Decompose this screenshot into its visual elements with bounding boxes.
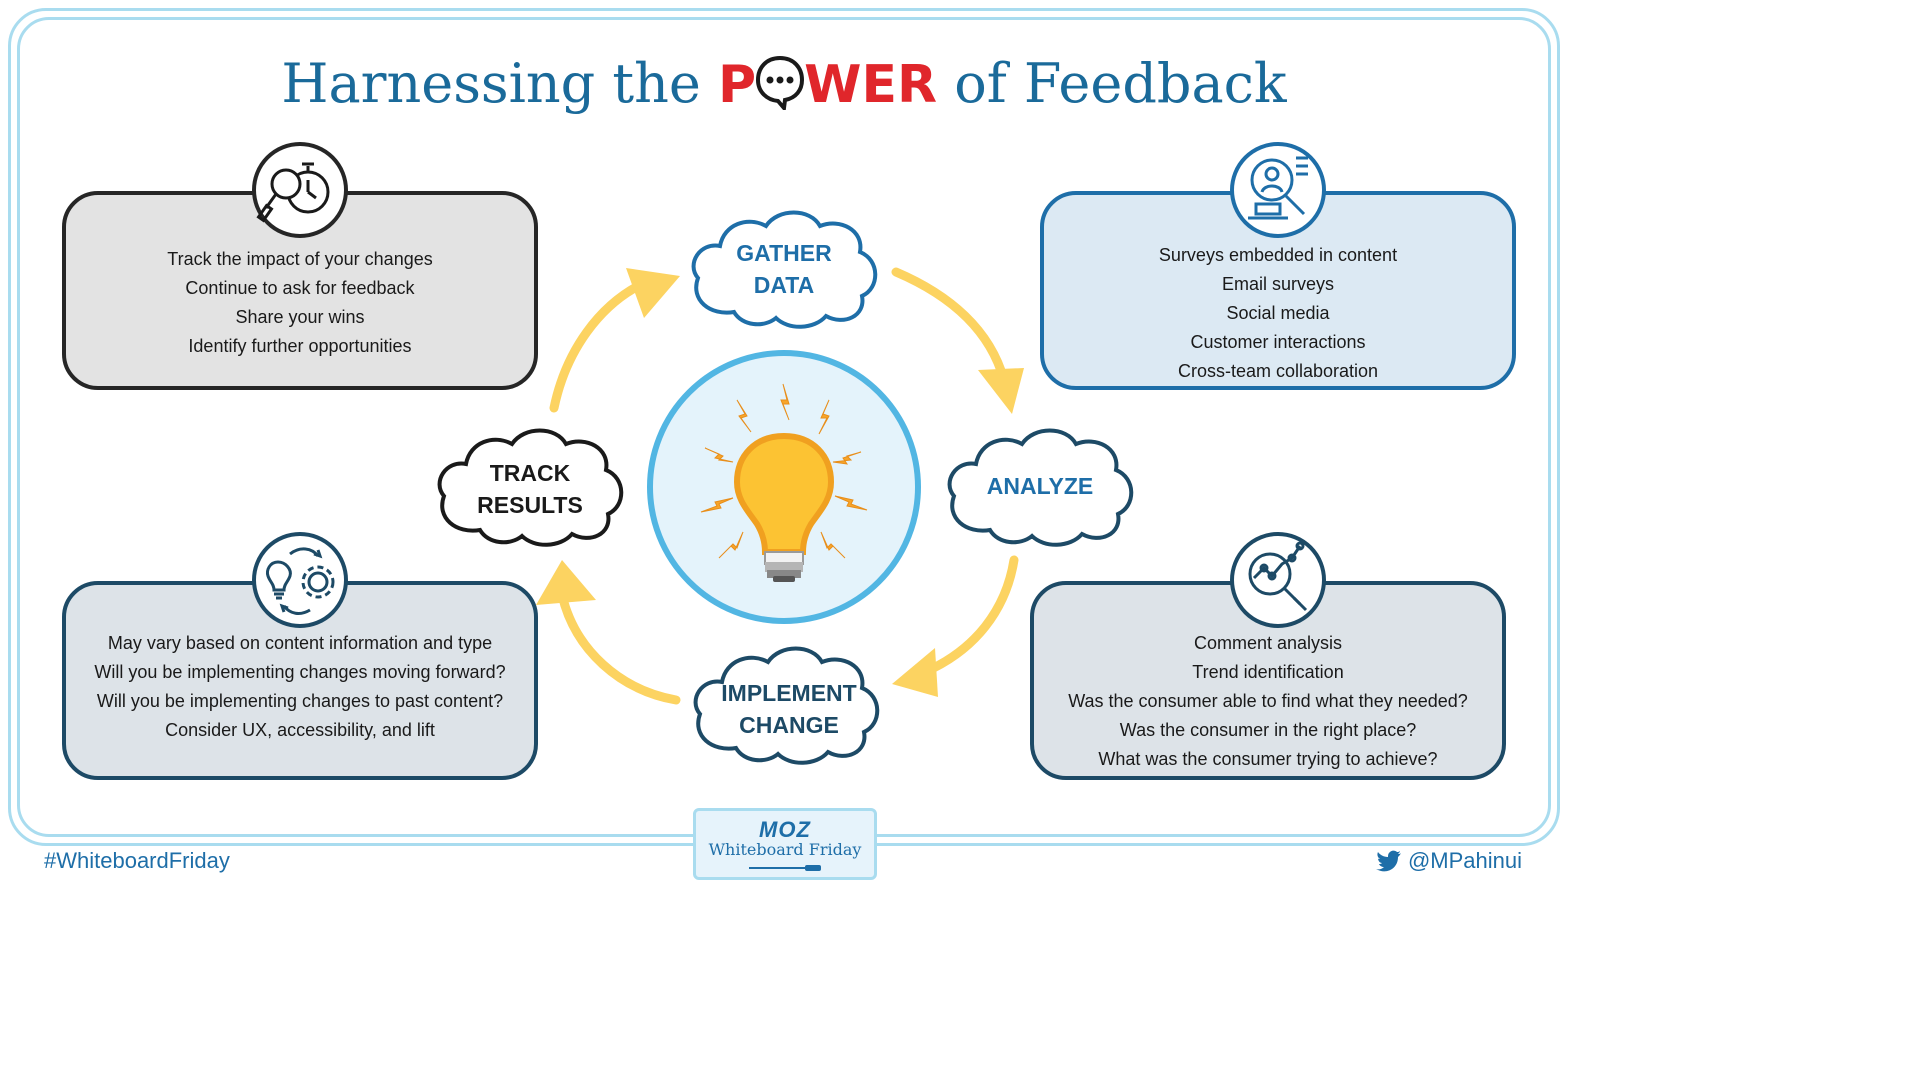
cloud-implement xyxy=(693,646,880,765)
cloud-analyze-line1: ANALYZE xyxy=(986,473,1094,499)
title-before: Harnessing the xyxy=(281,52,701,115)
lightbulb-gear-cycle-icon xyxy=(252,532,348,628)
box-line: Continue to ask for feedback xyxy=(185,278,415,298)
arrow-analyze-to-implement xyxy=(920,555,1019,677)
twitter-handle-text: @MPahinui xyxy=(1407,848,1522,873)
box-line: May vary based on content information an… xyxy=(107,633,493,653)
cloud-gather xyxy=(691,210,878,329)
box-line: Will you be implementing changes moving … xyxy=(94,662,506,682)
cloud-analyze-label: ANALYZE xyxy=(960,470,1120,502)
twitter-handle: @MPahinui xyxy=(1375,848,1522,874)
cloud-gather-label: GATHER DATA xyxy=(704,237,864,301)
title-power: P WER xyxy=(718,55,937,115)
box-line: Was the consumer in the right place? xyxy=(1119,720,1417,740)
cloud-track-line1: TRACK xyxy=(489,460,571,486)
cloud-implement-line2: CHANGE xyxy=(739,712,839,738)
magnifier-stopwatch-icon xyxy=(252,142,348,238)
box-line: Track the impact of your changes xyxy=(167,249,433,269)
box-line: Email surveys xyxy=(1221,274,1335,294)
moz-badge-text: Whiteboard Friday xyxy=(708,840,862,859)
cloud-gather-line2: DATA xyxy=(753,272,815,298)
box-line: Was the consumer able to find what they … xyxy=(1068,691,1468,711)
arrow-gather-to-analyze xyxy=(891,267,1009,385)
twitter-icon xyxy=(1375,850,1401,872)
box-line: Identify further opportunities xyxy=(188,336,412,356)
box-line: Social media xyxy=(1226,303,1330,323)
power-rest: WER xyxy=(804,55,938,115)
moz-whiteboard-friday-badge: MOZ Whiteboard Friday xyxy=(693,808,877,880)
lightbulb-icon xyxy=(647,350,921,624)
arrowhead-track xyxy=(536,560,596,605)
speech-bubble-icon xyxy=(754,54,806,123)
box-line: Customer interactions xyxy=(1190,332,1366,352)
cycle-arrows xyxy=(536,267,1024,705)
cloud-implement-label: IMPLEMENT CHANGE xyxy=(706,677,872,741)
magnifier-trend-chart-icon xyxy=(1230,532,1326,628)
cloud-track xyxy=(437,428,624,547)
arrow-implement-to-track xyxy=(557,590,681,705)
cloud-track-label: TRACK RESULTS xyxy=(450,457,610,521)
box-line: Comment analysis xyxy=(1193,633,1343,653)
title-after: of Feedback xyxy=(954,52,1287,115)
box-line: Surveys embedded in content xyxy=(1158,245,1398,265)
hashtag-label: #WhiteboardFriday xyxy=(44,848,230,873)
arrowhead-gather xyxy=(626,268,680,318)
box-line: Consider UX, accessibility, and lift xyxy=(165,720,435,740)
person-search-document-icon xyxy=(1230,142,1326,238)
box-line: Cross-team collaboration xyxy=(1177,361,1379,381)
cloud-gather-line1: GATHER xyxy=(736,240,832,266)
cloud-track-line2: RESULTS xyxy=(477,492,583,518)
box-line: Trend identification xyxy=(1192,662,1344,682)
cloud-implement-line1: IMPLEMENT xyxy=(721,680,857,706)
arrowhead-implement xyxy=(892,648,938,697)
box-line: Will you be implementing changes to past… xyxy=(96,691,504,711)
marker-pen-icon xyxy=(749,865,821,871)
moz-logo: MOZ xyxy=(759,817,811,842)
arrow-track-to-gather xyxy=(549,279,647,413)
page-title: Harnessing the P WER of Feedback xyxy=(0,52,1568,123)
box-line: What was the consumer trying to achieve? xyxy=(1098,749,1438,769)
power-p: P xyxy=(718,55,757,115)
box-line: Share your wins xyxy=(235,307,365,327)
cloud-analyze xyxy=(947,428,1134,547)
arrowhead-analyze xyxy=(978,368,1024,414)
